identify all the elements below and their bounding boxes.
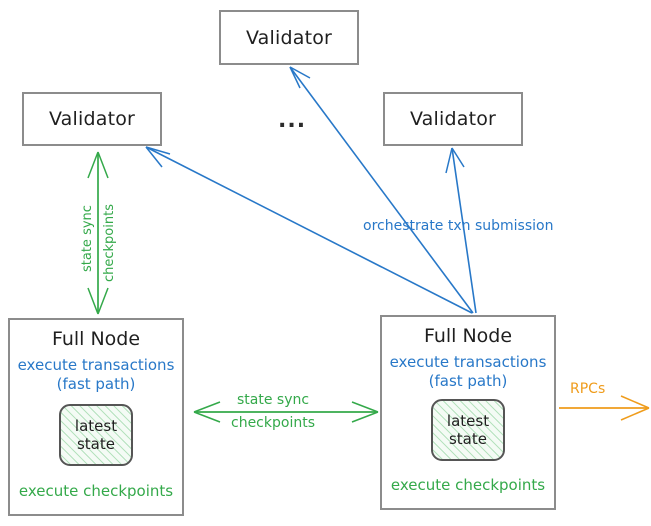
- fullnode-left-green-text: execute checkpoints: [18, 482, 174, 500]
- orchestrate-txn-submission-label: orchestrate txn submission: [363, 218, 554, 234]
- validator-right-label: Validator: [409, 108, 497, 130]
- fullnode-left-latest-state-label: latest state: [75, 417, 117, 454]
- state-sync-vertical-arrowhead-up: [87, 151, 109, 179]
- fullnode-left-blue-line1: execute transactions: [17, 356, 175, 374]
- fullnode-left-title: Full Node: [51, 328, 141, 350]
- fullnode-right-blue-text: execute transactions (fast path): [382, 353, 554, 391]
- fullnode-right-blue-line2: (fast path): [428, 371, 508, 390]
- edge-rpcs: [559, 395, 650, 421]
- fullnode-right-blue-line1: execute transactions: [389, 353, 547, 371]
- fullnode-left-latest-state-line1: latest: [74, 416, 118, 435]
- rpcs-label: RPCs: [570, 381, 606, 397]
- fullnode-left-blue-line2: (fast path): [56, 374, 136, 393]
- node-validator-left[interactable]: Validator: [22, 92, 162, 146]
- rpcs-arrowhead: [620, 395, 650, 421]
- state-sync-vertical-arrowhead-down: [87, 287, 109, 315]
- validator-top-label: Validator: [245, 26, 333, 49]
- fullnode-right-latest-state-label: latest state: [447, 412, 489, 449]
- state-sync-vertical-label-line2: checkpoints: [102, 204, 117, 282]
- state-sync-horizontal-arrowhead-left: [193, 401, 221, 423]
- orchestrate-arrowhead-top-validator: [289, 66, 311, 89]
- fullnode-right-title: Full Node: [423, 325, 513, 347]
- fullnode-right-latest-state-line2: state: [448, 430, 487, 448]
- state-sync-horizontal-label-line1: state sync: [237, 392, 310, 408]
- node-validator-top[interactable]: Validator: [219, 10, 359, 65]
- node-fullnode-left[interactable]: Full Node execute transactions (fast pat…: [8, 318, 184, 516]
- validator-left-label: Validator: [48, 108, 136, 130]
- fullnode-left-blue-text: execute transactions (fast path): [10, 356, 182, 394]
- node-validator-right[interactable]: Validator: [383, 92, 523, 146]
- state-sync-vertical-label-line1: state sync: [80, 205, 95, 272]
- node-fullnode-right[interactable]: Full Node execute transactions (fast pat…: [380, 315, 556, 510]
- fullnode-left-latest-state-box[interactable]: latest state: [59, 404, 133, 466]
- orchestrate-arrowhead-left-validator: [145, 146, 171, 168]
- fullnode-right-latest-state-line1: latest: [446, 411, 490, 430]
- state-sync-horizontal-label-line2: checkpoints: [231, 415, 315, 431]
- fullnode-right-green-text: execute checkpoints: [390, 476, 546, 494]
- fullnode-left-latest-state-line2: state: [76, 435, 115, 453]
- orchestrate-arrowhead-right-validator: [445, 147, 465, 174]
- validators-ellipsis: ...: [278, 108, 307, 133]
- state-sync-horizontal-arrowhead-right: [351, 401, 379, 423]
- fullnode-right-latest-state-box[interactable]: latest state: [431, 399, 505, 461]
